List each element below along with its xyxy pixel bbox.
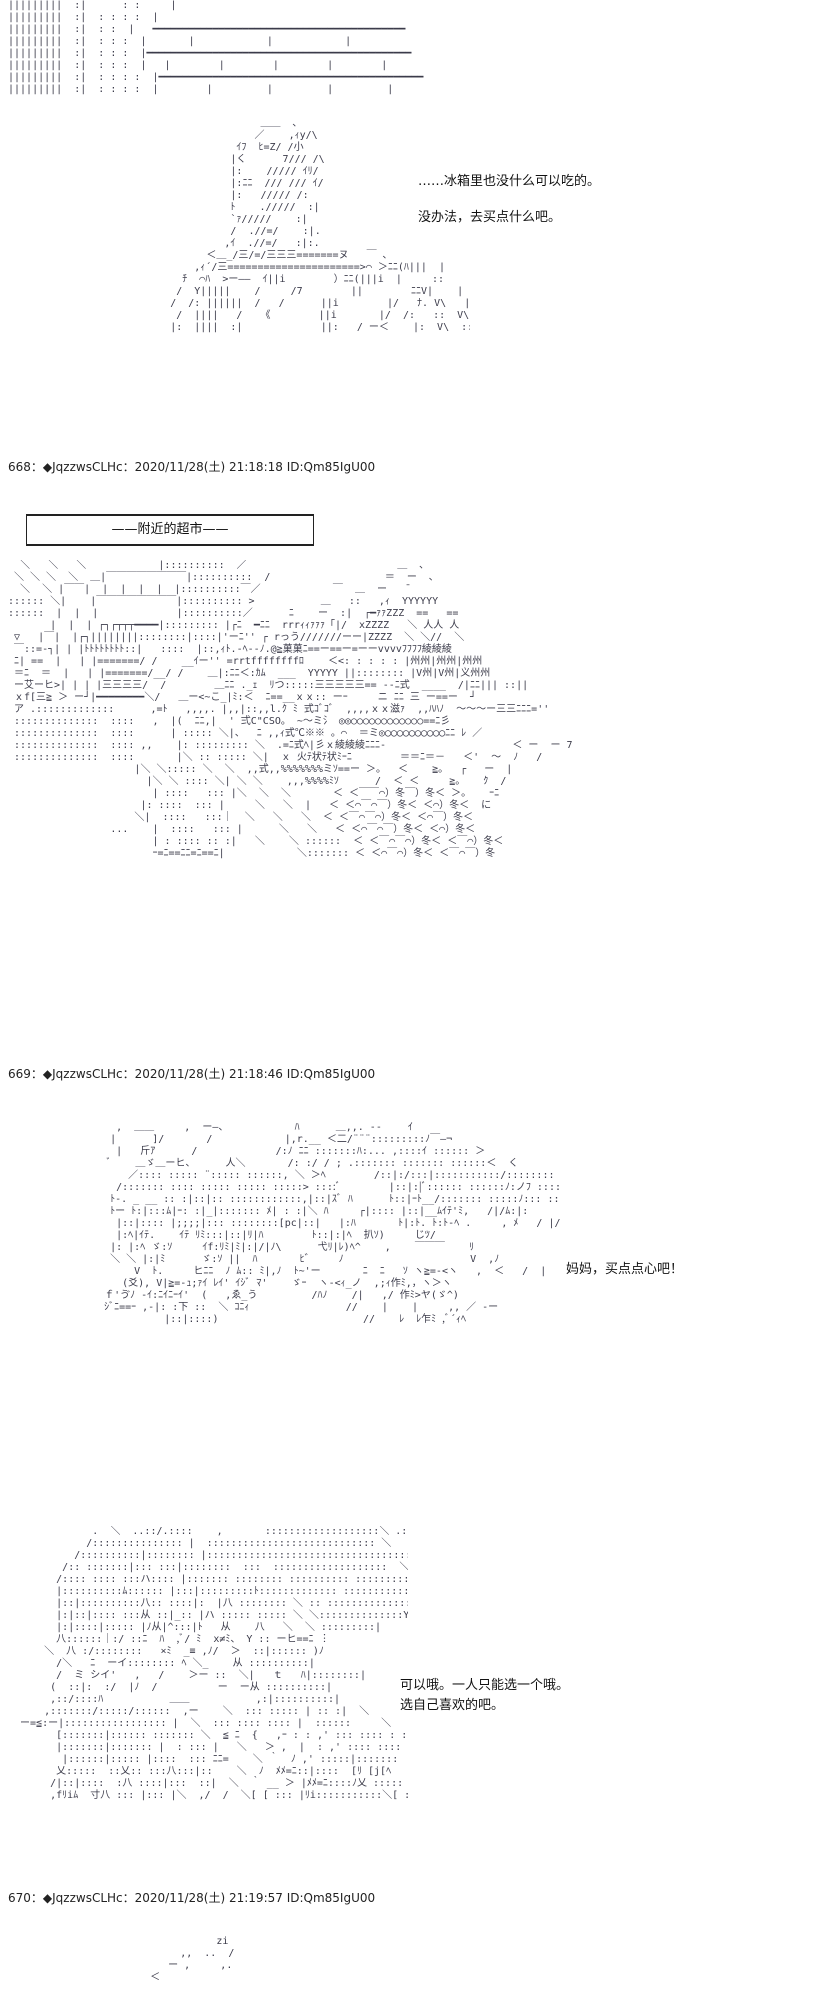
ascii-art-children: , ＿＿ , ー―、 ﾊ ＿,,. -‐ ￣￣ｲ | ]/ / |,r.__ ＜… (104, 1122, 560, 1325)
speech-mother-reply1: 可以哦。一人只能选一个哦。 (400, 1678, 570, 1693)
speech-mother-reply2: 选自己喜欢的吧。 (400, 1698, 505, 1713)
ascii-art-bottom-fragment: zi ,, .. / ー , ,. | ＜ (150, 1936, 235, 1983)
ascii-art-kitchen-top: ||||||||| :| : : | ||||||||| :| : : : : … (8, 0, 424, 95)
post-header-668: 668：◆JqzzwsCLHc：2020/11/28(土) 21:18:18 I… (8, 460, 376, 474)
ascii-art-character-fridge: ＿＿ ､ ／ ,ｨy/\ ｲﾌ ﾋ=Z/ /小 |く 7/// /\ |: //… (170, 118, 470, 333)
location-caption-box: ——附近的超市—— (26, 514, 314, 546)
speech-fridge-line1: ……冰箱里也没什么可以吃的。 (418, 174, 601, 189)
post-header-669: 669：◆JqzzwsCLHc：2020/11/28(土) 21:18:46 I… (8, 1067, 376, 1081)
ascii-art-mother: . ＼ ..::/.:::: , :::::::::::::::::::＼ .:… (20, 1526, 408, 1801)
speech-child-request: 妈妈，买点点心吧！ (566, 1262, 684, 1277)
ascii-art-supermarket: ＼ ＼ ＼ |:::::::::: ／ ＿ ､ ＼ ＼ ＼ ＼ ＿|￣￣￣￣￣￣… (8, 560, 573, 859)
location-caption: ——附近的超市—— (111, 522, 229, 537)
speech-fridge-line2: 没办法，去买点什么吧。 (418, 210, 562, 225)
post-header-670: 670：◆JqzzwsCLHc：2020/11/28(土) 21:19:57 I… (8, 1891, 376, 1905)
